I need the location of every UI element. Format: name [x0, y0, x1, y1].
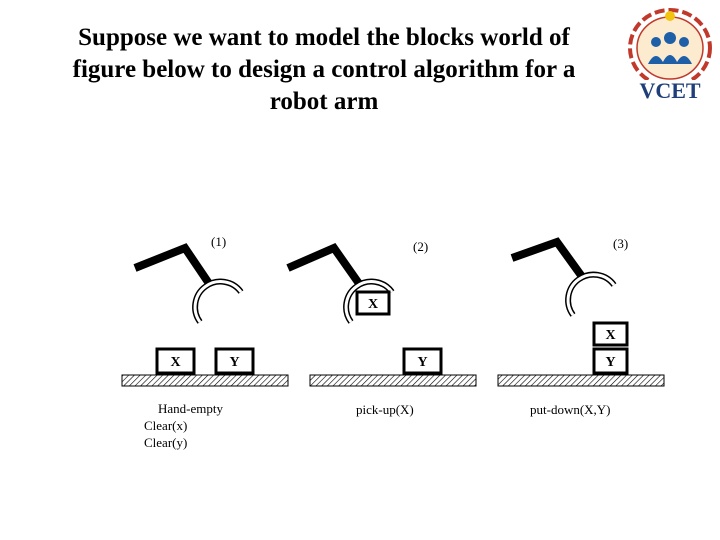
panel-3-caption-1: put-down(X,Y) — [530, 402, 611, 417]
vcet-logo: VCET — [624, 8, 716, 103]
robot-arm-1 — [133, 243, 214, 288]
panel-1-caption-3: Clear(y) — [144, 435, 187, 450]
table-3 — [497, 374, 665, 387]
block-x-3-label: X — [605, 328, 615, 343]
slide-title: Suppose we want to model the blocks worl… — [20, 22, 628, 118]
panel-2: (2) X Y pick-up(X) — [286, 239, 477, 417]
title-line-1: Suppose we want to model the blocks worl… — [78, 24, 570, 51]
block-x-2-label: X — [368, 297, 378, 312]
block-x-3: X — [592, 321, 629, 347]
block-y-1: Y — [214, 347, 255, 375]
gripper-3 — [565, 271, 617, 317]
panel-3: (3) X Y put-down(X,Y) — [497, 236, 665, 417]
panel-2-number: (2) — [413, 239, 428, 254]
robot-arm-2 — [286, 243, 364, 288]
block-x-1: X — [155, 347, 196, 375]
panel-2-caption-1: pick-up(X) — [356, 402, 414, 417]
block-x-1-label: X — [170, 355, 180, 370]
panel-1-caption-1: Hand-empty — [158, 401, 223, 416]
block-y-2-label: Y — [417, 355, 427, 370]
panel-1-caption-2: Clear(x) — [144, 418, 187, 433]
panel-1-number: (1) — [211, 234, 226, 249]
panel-1: (1) X Y Hand-empty Clear(x) Clear(y) — [121, 234, 289, 450]
table-2 — [309, 374, 477, 387]
panel-3-number: (3) — [613, 236, 628, 251]
block-y-3-label: Y — [605, 355, 615, 370]
block-y-3: Y — [592, 347, 629, 375]
gripper-1 — [192, 278, 244, 324]
logo-text: VCET — [639, 78, 700, 103]
block-y-1-label: Y — [229, 355, 239, 370]
title-line-3: robot arm — [269, 88, 379, 115]
block-x-2: X — [355, 290, 391, 316]
block-y-2: Y — [402, 347, 443, 375]
robot-arm-3 — [510, 237, 587, 281]
title-line-2: figure below to design a control algorit… — [72, 56, 576, 83]
gripper-2 — [343, 278, 395, 324]
table-1 — [121, 374, 289, 387]
